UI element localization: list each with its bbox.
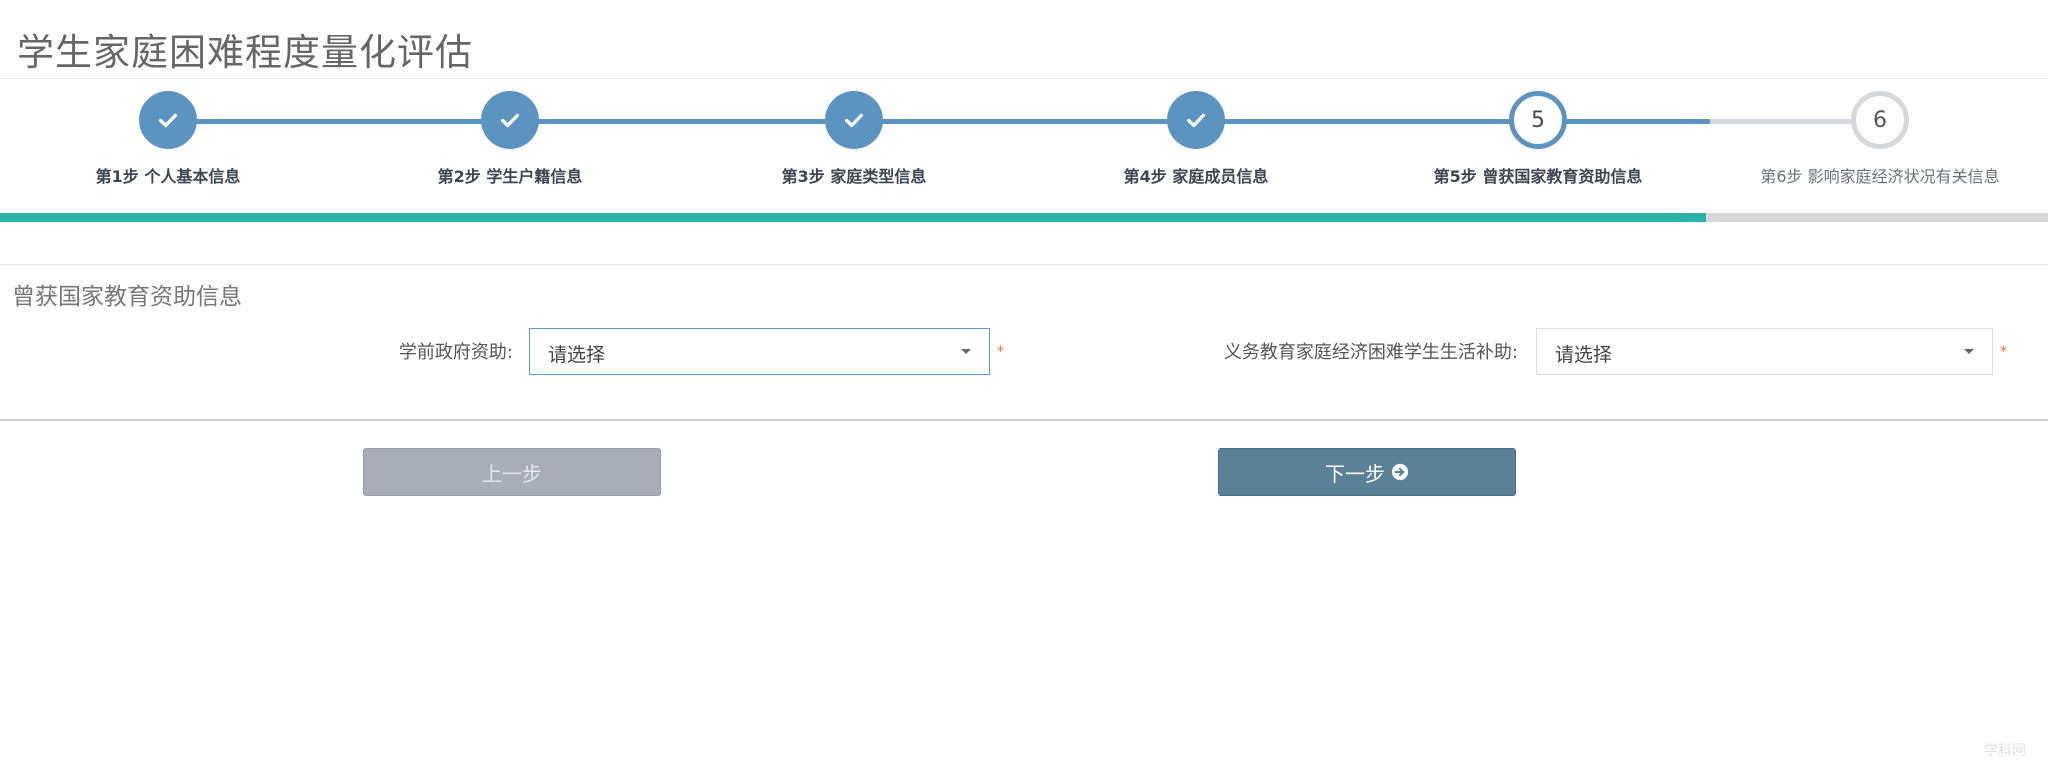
caret-down-icon (961, 349, 971, 354)
step-2-label: 第2步 学生户籍信息 (437, 167, 583, 186)
compulsory-education-subsidy-label: 义务教育家庭经济困难学生生活补助: (1223, 342, 1518, 363)
title-divider (0, 78, 2048, 79)
next-step-button[interactable]: 下一步 (1218, 448, 1516, 496)
step-3-label: 第3步 家庭类型信息 (781, 167, 927, 186)
step-6-circle: 6 (1851, 91, 1909, 149)
caret-down-icon (1964, 349, 1974, 354)
wizard-step-6[interactable]: 6 第6步 影响家庭经济状况有关信息 (1720, 79, 2040, 187)
wizard-step-2[interactable]: 第2步 学生户籍信息 (350, 79, 670, 187)
check-icon (501, 113, 519, 128)
step-2-circle (481, 91, 539, 149)
watermark: 学科网 (1984, 743, 2026, 759)
form-divider (0, 419, 2048, 421)
preschool-aid-label: 学前政府资助: (398, 342, 513, 363)
compulsory-education-subsidy-select-value: 请选择 (1555, 344, 1613, 366)
step-6-label: 第6步 影响家庭经济状况有关信息 (1760, 167, 2000, 186)
arrow-circle-right-icon (1391, 463, 1409, 481)
prev-step-button[interactable]: 上一步 (363, 448, 661, 496)
next-step-button-label: 下一步 (1325, 461, 1385, 486)
wizard-step-3[interactable]: 第3步 家庭类型信息 (694, 79, 1014, 187)
step-connector-3-4 (854, 119, 1196, 124)
check-icon (1187, 113, 1205, 128)
section-title: 曾获国家教育资助信息 (12, 284, 242, 310)
preschool-aid-select-value: 请选择 (548, 344, 606, 366)
wizard-progress-bar (0, 213, 2048, 222)
preschool-aid-required-mark: * (997, 344, 1004, 360)
prev-step-button-label: 上一步 (482, 461, 542, 486)
step-1-circle (139, 91, 197, 149)
section-divider (0, 264, 2048, 265)
step-4-circle (1167, 91, 1225, 149)
compulsory-education-subsidy-required-mark: * (2000, 344, 2007, 360)
step-connector-1-2 (168, 119, 510, 124)
wizard-step-1[interactable]: 第1步 个人基本信息 (8, 79, 328, 187)
check-icon (845, 113, 863, 128)
compulsory-education-subsidy-select[interactable]: 请选择 (1536, 328, 1993, 375)
step-connector-5-6-active (1538, 119, 1710, 124)
wizard-step-5[interactable]: 5 第5步 曾获国家教育资助信息 (1378, 79, 1698, 187)
wizard-step-4[interactable]: 第4步 家庭成员信息 (1036, 79, 1356, 187)
wizard-progress-fill (0, 213, 1706, 222)
step-3-circle (825, 91, 883, 149)
step-connector-2-3 (510, 119, 854, 124)
step-4-label: 第4步 家庭成员信息 (1123, 167, 1269, 186)
step-5-circle: 5 (1509, 91, 1567, 149)
step-connector-4-5 (1196, 119, 1538, 124)
step-1-label: 第1步 个人基本信息 (95, 167, 241, 186)
page-title: 学生家庭困难程度量化评估 (17, 31, 473, 74)
preschool-aid-select[interactable]: 请选择 (529, 328, 990, 375)
step-connector-5-6-pending (1710, 119, 1880, 124)
step-wizard: 第1步 个人基本信息 第2步 学生户籍信息 第3步 家庭类型信息 第4步 家庭成… (0, 79, 2048, 224)
check-icon (159, 113, 177, 128)
step-5-label: 第5步 曾获国家教育资助信息 (1433, 167, 1643, 186)
